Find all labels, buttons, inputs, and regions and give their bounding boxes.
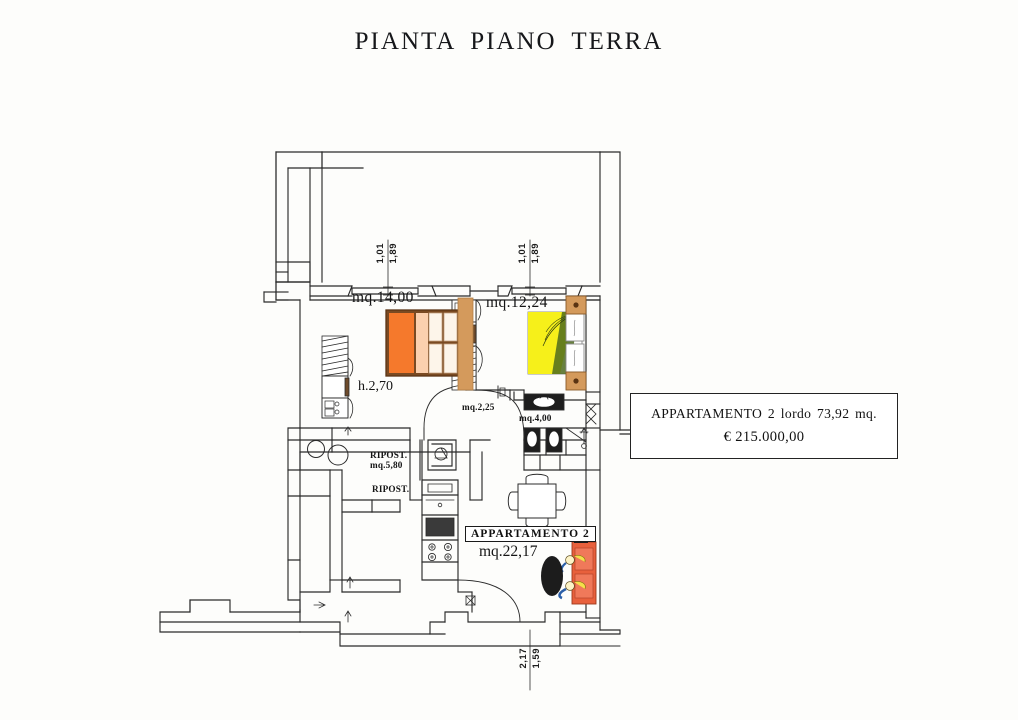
dimension-window-left-lower: 1,89 [388,243,399,264]
dimension-window-right-upper: 1,01 [517,243,528,264]
page-title: PIANTA PIANO TERRA [354,28,664,55]
apartment-price-text: € 215.000,00 [723,429,805,445]
bed-yellow [527,295,587,391]
room-height-bedroom-1: h.2,70 [358,379,393,394]
room-name-storage-1: RIPOST. [370,450,408,460]
apartment-gross-area-text: APPARTAMENTO 2 lordo 73,92 mq. [651,406,877,421]
sofa-group [541,530,597,605]
dimension-window-right-lower: 1,89 [530,243,541,264]
apartment-area-label: mq.22,17 [479,543,538,560]
bed-orange [385,297,474,391]
room-area-bedroom-1: mq.14,00 [352,289,414,306]
room-area-corridor-bath: mq.2,25 [462,402,495,412]
room-area-bedroom-2: mq.12,24 [486,294,548,311]
room-area-storage-1: mq.5,80 [370,460,403,470]
dimension-bottom-lower: 1,59 [531,648,542,669]
price-info-box: APPARTAMENTO 2 lordo 73,92 mq. € 215.000… [630,393,898,459]
dimension-bottom-upper: 2,17 [518,648,529,669]
dimension-window-left-upper: 1,01 [375,243,386,264]
apartment-name-label: APPARTAMENTO 2 [465,526,596,542]
room-name-storage-2: RIPOST. [372,484,410,494]
room-area-bathroom: mq.4,00 [519,413,552,423]
